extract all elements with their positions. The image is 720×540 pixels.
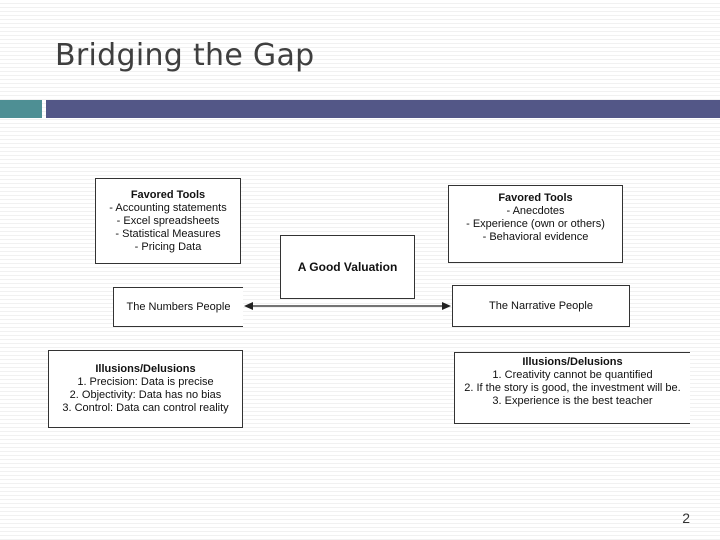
numbers-people-label: The Numbers People	[126, 300, 231, 313]
narrative-people-box: The Narrative People	[452, 285, 630, 327]
numbers-people-box: The Numbers People	[113, 287, 243, 327]
numbers-tool-item: - Statistical Measures	[115, 228, 221, 240]
narrative-tool-item: - Anecdotes	[506, 205, 565, 217]
numbers-illusion-item: 1. Precision: Data is precise	[77, 376, 214, 388]
narrative-tools-heading: Favored Tools	[498, 192, 573, 204]
narrative-illusions-box: Illusions/Delusions 1. Creativity cannot…	[454, 352, 690, 424]
slide-title: Bridging the Gap	[55, 38, 315, 73]
narrative-illusions-heading: Illusions/Delusions	[522, 356, 623, 368]
numbers-illusions-heading: Illusions/Delusions	[95, 363, 196, 375]
numbers-tools-heading: Favored Tools	[130, 189, 206, 201]
numbers-favored-tools-box: Favored Tools - Accounting statements - …	[95, 178, 241, 264]
narrative-illusion-item: 1. Creativity cannot be quantified	[492, 369, 653, 381]
page-number: 2	[682, 510, 690, 526]
good-valuation-box: A Good Valuation	[280, 235, 415, 299]
narrative-favored-tools-box: Favored Tools - Anecdotes - Experience (…	[448, 185, 623, 263]
narrative-tool-item: - Experience (own or others)	[466, 218, 605, 230]
numbers-tool-item: - Accounting statements	[109, 202, 227, 214]
numbers-illusion-item: 3. Control: Data can control reality	[62, 402, 229, 414]
numbers-illusion-item: 2. Objectivity: Data has no bias	[69, 389, 222, 401]
narrative-illusion-item: 3. Experience is the best teacher	[492, 395, 653, 407]
accent-bar-right	[46, 100, 720, 118]
narrative-tool-item: - Behavioral evidence	[482, 231, 589, 243]
numbers-tool-item: - Excel spreadsheets	[116, 215, 220, 227]
good-valuation-label: A Good Valuation	[297, 259, 398, 274]
numbers-illusions-box: Illusions/Delusions 1. Precision: Data i…	[48, 350, 243, 428]
narrative-people-label: The Narrative People	[489, 299, 593, 312]
numbers-tool-item: - Pricing Data	[134, 241, 202, 253]
narrative-illusion-item: 2. If the story is good, the investment …	[464, 382, 681, 394]
accent-bar-left	[0, 100, 42, 118]
